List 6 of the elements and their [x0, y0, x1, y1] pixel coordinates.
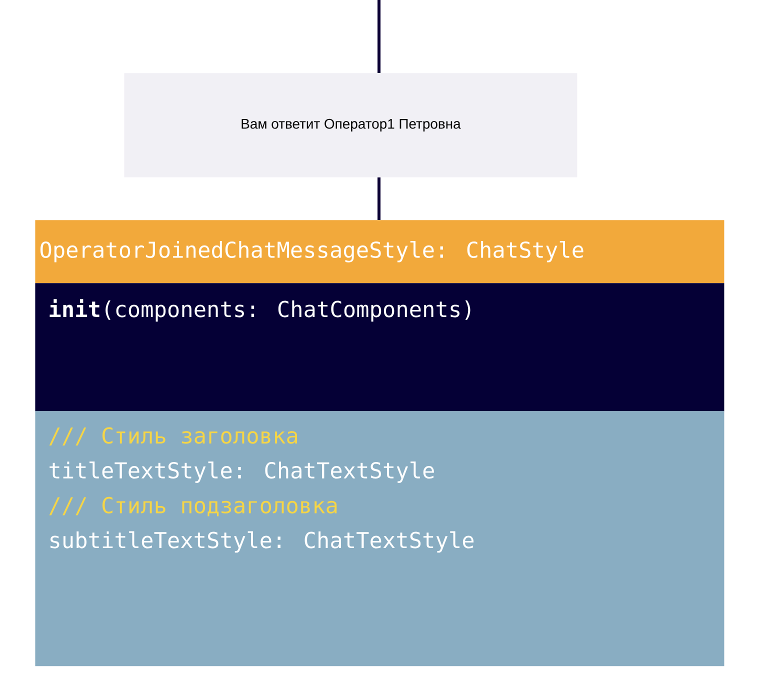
initializer-section: init(components: ChatComponents): [35, 283, 724, 412]
connector-line: [378, 177, 380, 220]
connector-line: [378, 0, 380, 73]
message-box: Вам ответит Оператор1 Петровна: [124, 73, 578, 178]
class-header: OperatorJoinedChatMessageStyle: ChatStyle: [35, 220, 724, 284]
properties-section: /// Стиль заголовка titleTextStyle: ChatTextStyle /// Стиль подзаголовка subtitleTextStyle: ChatTextStyle: [35, 411, 724, 666]
